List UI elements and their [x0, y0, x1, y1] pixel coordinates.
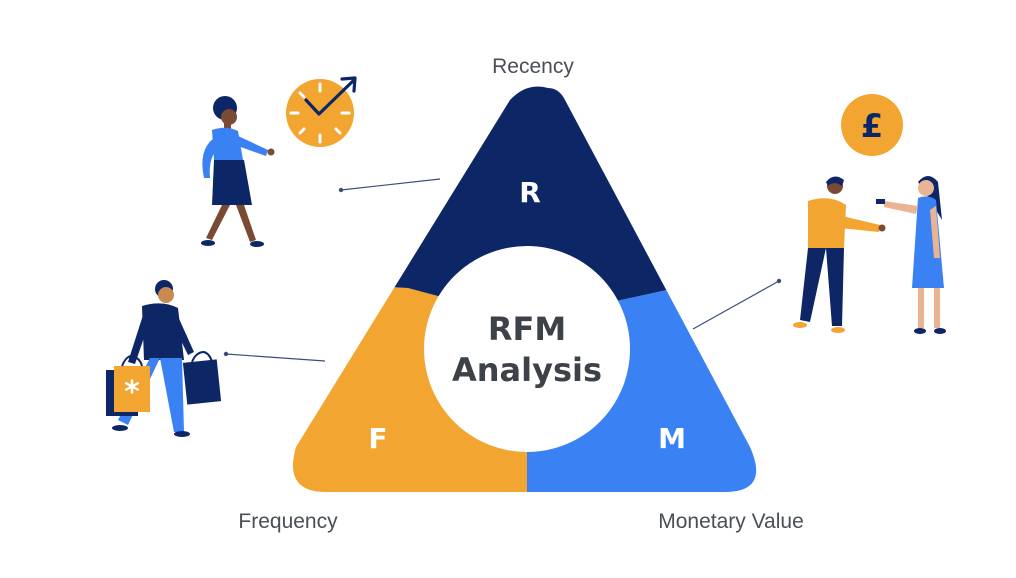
frequency-letter: F [368, 422, 387, 455]
bag-symbol: * [124, 375, 140, 410]
monetary-label: Monetary Value [658, 510, 804, 533]
recency-letter: R [519, 176, 541, 209]
frequency-label: Frequency [238, 510, 338, 533]
center-circle [424, 246, 630, 452]
customer-exchange-illustration [793, 176, 946, 334]
shopper-illustration: * [106, 280, 222, 437]
clock-icon [286, 76, 357, 147]
recency-label: Recency [492, 55, 574, 78]
center-title-line2: Analysis [452, 351, 602, 389]
walking-woman-illustration [201, 96, 275, 247]
connector-monetary [692, 278, 782, 330]
pound-symbol: £ [861, 107, 883, 145]
monetary-letter: M [658, 422, 686, 455]
center-title-line1: RFM [488, 310, 566, 348]
connector-frequency [223, 351, 326, 362]
connector-recency [338, 178, 441, 193]
pound-coin-icon: £ [841, 94, 903, 156]
